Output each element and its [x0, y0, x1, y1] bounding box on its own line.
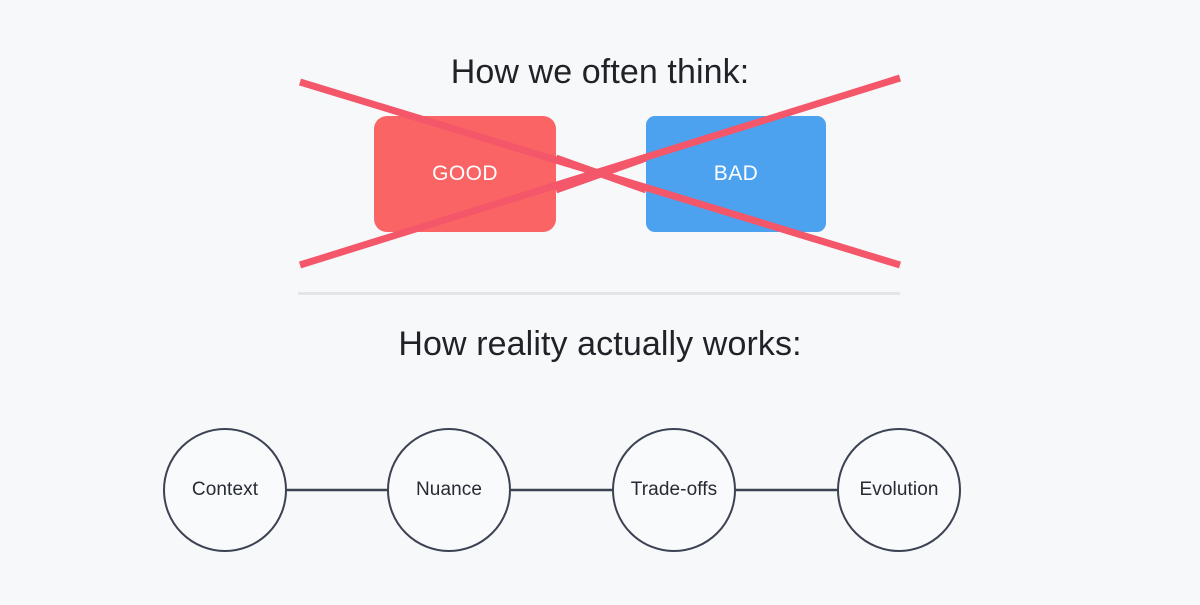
connector-good-to-bad-down	[554, 154, 648, 194]
node-label-nuance: Nuance	[415, 479, 483, 500]
concept-box-good[interactable]: GOOD	[374, 116, 556, 232]
node-circle-nuance[interactable]: Nuance	[387, 428, 511, 552]
node-label-tradeoffs: Trade-offs	[630, 479, 718, 500]
page-title-misconception: How we often think:	[450, 53, 750, 91]
page-title-reality: How reality actually works:	[398, 325, 802, 363]
node-circle-context[interactable]: Context	[163, 428, 287, 552]
concept-box-bad[interactable]: BAD	[646, 116, 826, 232]
node-label-context: Context	[191, 479, 259, 500]
concept-box-good-label: GOOD	[432, 162, 498, 185]
connector-good-to-bad-up	[554, 154, 648, 194]
node-circle-tradeoffs[interactable]: Trade-offs	[612, 428, 736, 552]
concept-box-bad-label: BAD	[713, 162, 759, 185]
node-label-evolution: Evolution	[859, 479, 939, 500]
node-circle-evolution[interactable]: Evolution	[837, 428, 961, 552]
